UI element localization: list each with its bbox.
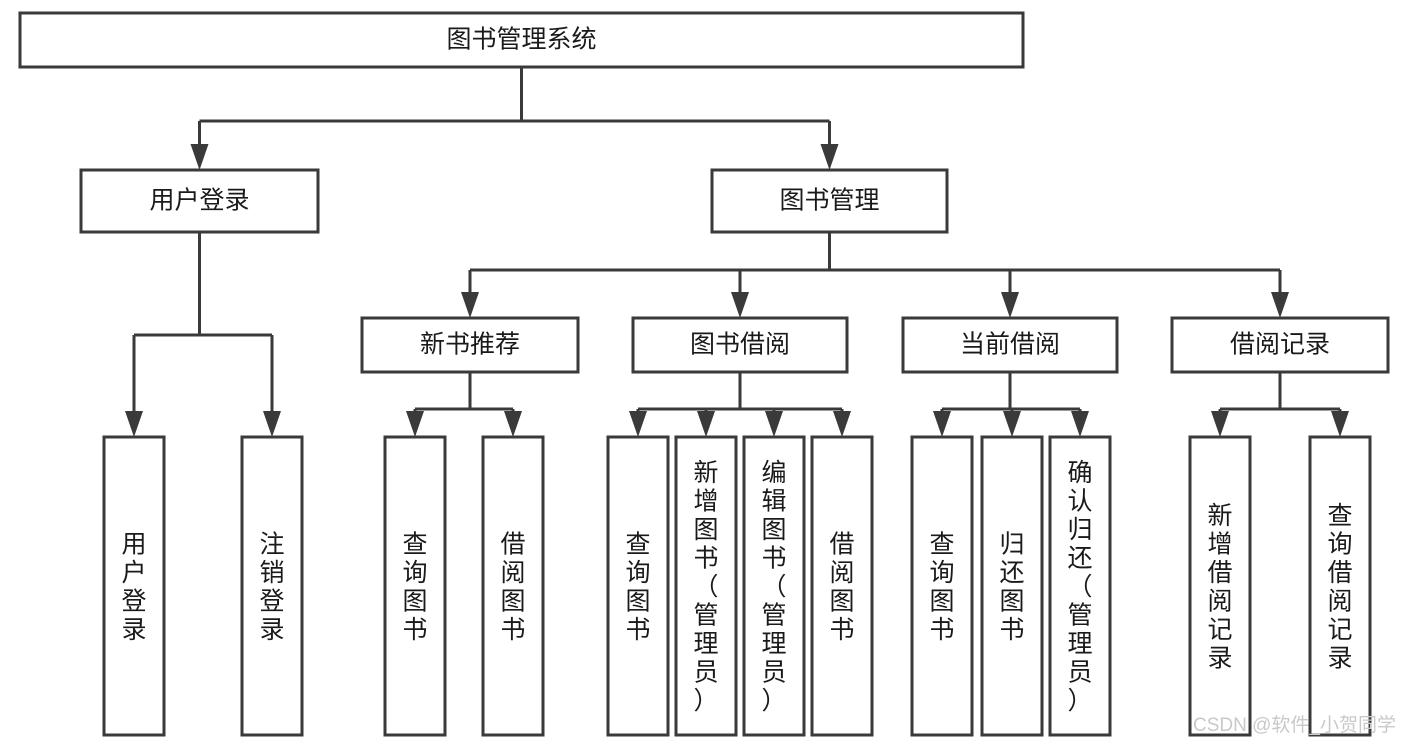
node-leaf-query-book-2[interactable]: 查询图书 bbox=[606, 435, 670, 737]
node-box[interactable] bbox=[1308, 435, 1372, 737]
node-label: 编辑图书（管理员） bbox=[761, 459, 786, 715]
arrow-head-icon bbox=[697, 411, 715, 437]
node-book-manage[interactable]: 图书管理 bbox=[710, 168, 949, 234]
node-box[interactable] bbox=[1188, 435, 1252, 737]
node-label: 归还图书 bbox=[999, 530, 1024, 644]
arrow-head-icon bbox=[833, 411, 851, 437]
connector-group-current_borrow bbox=[933, 372, 1089, 437]
node-leaf-add-record[interactable]: 新增借阅记录 bbox=[1188, 435, 1252, 737]
arrow-head-icon bbox=[1271, 292, 1289, 318]
connector-group-borrow_record bbox=[1211, 372, 1349, 437]
node-box[interactable] bbox=[240, 435, 304, 737]
arrow-head-icon bbox=[820, 144, 839, 170]
node-label: 查询图书 bbox=[402, 530, 427, 644]
node-box[interactable] bbox=[631, 316, 849, 374]
arrow-head-icon bbox=[1331, 411, 1349, 437]
node-label: 新增图书（管理员） bbox=[693, 459, 718, 715]
node-book-borrow[interactable]: 图书借阅 bbox=[631, 316, 849, 374]
node-box[interactable] bbox=[674, 435, 738, 737]
connector-group-root bbox=[190, 67, 839, 170]
arrow-head-icon bbox=[190, 144, 209, 170]
node-leaf-borrow-book-1[interactable]: 借阅图书 bbox=[481, 435, 545, 737]
node-label: 图书借阅 bbox=[690, 331, 790, 359]
node-leaf-return-book[interactable]: 归还图书 bbox=[980, 435, 1044, 737]
node-leaf-edit-book[interactable]: 编辑图书（管理员） bbox=[742, 435, 806, 737]
connector-group-new_book_rec bbox=[406, 372, 522, 437]
node-label: 注销登录 bbox=[259, 530, 284, 644]
node-root[interactable]: 图书管理系统 bbox=[18, 11, 1025, 69]
node-label: 新书推荐 bbox=[420, 331, 520, 359]
arrow-head-icon bbox=[461, 292, 479, 318]
node-label: 借阅图书 bbox=[500, 530, 525, 644]
node-current-borrow[interactable]: 当前借阅 bbox=[901, 316, 1119, 374]
node-label: 查询图书 bbox=[625, 530, 650, 644]
node-box[interactable] bbox=[1170, 316, 1390, 374]
node-box[interactable] bbox=[980, 435, 1044, 737]
node-user-login[interactable]: 用户登录 bbox=[79, 168, 320, 234]
arrow-head-icon bbox=[125, 411, 143, 437]
arrow-head-icon bbox=[1071, 411, 1089, 437]
connector-group-user_login bbox=[125, 232, 281, 437]
node-box[interactable] bbox=[1048, 435, 1112, 737]
node-leaf-query-book-3[interactable]: 查询图书 bbox=[910, 435, 974, 737]
node-leaf-query-record[interactable]: 查询借阅记录 bbox=[1308, 435, 1372, 737]
node-box[interactable] bbox=[901, 316, 1119, 374]
arrow-head-icon bbox=[1001, 292, 1019, 318]
node-label: 用户登录 bbox=[121, 530, 146, 644]
node-borrow-record[interactable]: 借阅记录 bbox=[1170, 316, 1390, 374]
node-leaf-user-login[interactable]: 用户登录 bbox=[102, 435, 166, 737]
node-box[interactable] bbox=[481, 435, 545, 737]
node-leaf-borrow-book-2[interactable]: 借阅图书 bbox=[810, 435, 874, 737]
arrow-head-icon bbox=[1003, 411, 1021, 437]
arrow-head-icon bbox=[765, 411, 783, 437]
node-label: 确认归还（管理员） bbox=[1067, 459, 1092, 715]
arrow-head-icon bbox=[731, 292, 749, 318]
node-leaf-logout[interactable]: 注销登录 bbox=[240, 435, 304, 737]
node-label: 查询图书 bbox=[929, 530, 954, 644]
node-label: 新增借阅记录 bbox=[1207, 502, 1232, 673]
node-leaf-add-book[interactable]: 新增图书（管理员） bbox=[674, 435, 738, 737]
node-box[interactable] bbox=[360, 316, 580, 374]
csdn-watermark: CSDN @软件_小贺同学 bbox=[1193, 714, 1396, 736]
node-new-book-rec[interactable]: 新书推荐 bbox=[360, 316, 580, 374]
node-label: 当前借阅 bbox=[960, 331, 1060, 359]
arrow-head-icon bbox=[504, 411, 522, 437]
node-leaf-confirm-return[interactable]: 确认归还（管理员） bbox=[1048, 435, 1112, 737]
arrow-head-icon bbox=[933, 411, 951, 437]
connector-group-book_manage bbox=[461, 232, 1289, 318]
node-layer: 图书管理系统用户登录图书管理新书推荐图书借阅当前借阅借阅记录用户登录注销登录查询… bbox=[18, 11, 1390, 737]
node-box[interactable] bbox=[710, 168, 949, 234]
node-leaf-query-book-1[interactable]: 查询图书 bbox=[383, 435, 447, 737]
arrow-head-icon bbox=[1211, 411, 1229, 437]
node-box[interactable] bbox=[383, 435, 447, 737]
node-box[interactable] bbox=[102, 435, 166, 737]
node-box[interactable] bbox=[742, 435, 806, 737]
node-label: 用户登录 bbox=[149, 187, 249, 215]
node-box[interactable] bbox=[18, 11, 1025, 69]
node-box[interactable] bbox=[606, 435, 670, 737]
connector-layer bbox=[125, 67, 1349, 437]
node-label: 借阅记录 bbox=[1230, 331, 1330, 359]
node-label: 借阅图书 bbox=[829, 530, 854, 644]
arrow-head-icon bbox=[263, 411, 281, 437]
arrow-head-icon bbox=[406, 411, 424, 437]
node-label: 查询借阅记录 bbox=[1327, 502, 1352, 673]
node-box[interactable] bbox=[910, 435, 974, 737]
connector-group-book_borrow bbox=[629, 372, 851, 437]
node-label: 图书管理 bbox=[779, 187, 879, 215]
node-label: 图书管理系统 bbox=[446, 26, 596, 54]
arrow-head-icon bbox=[629, 411, 647, 437]
node-box[interactable] bbox=[810, 435, 874, 737]
node-box[interactable] bbox=[79, 168, 320, 234]
